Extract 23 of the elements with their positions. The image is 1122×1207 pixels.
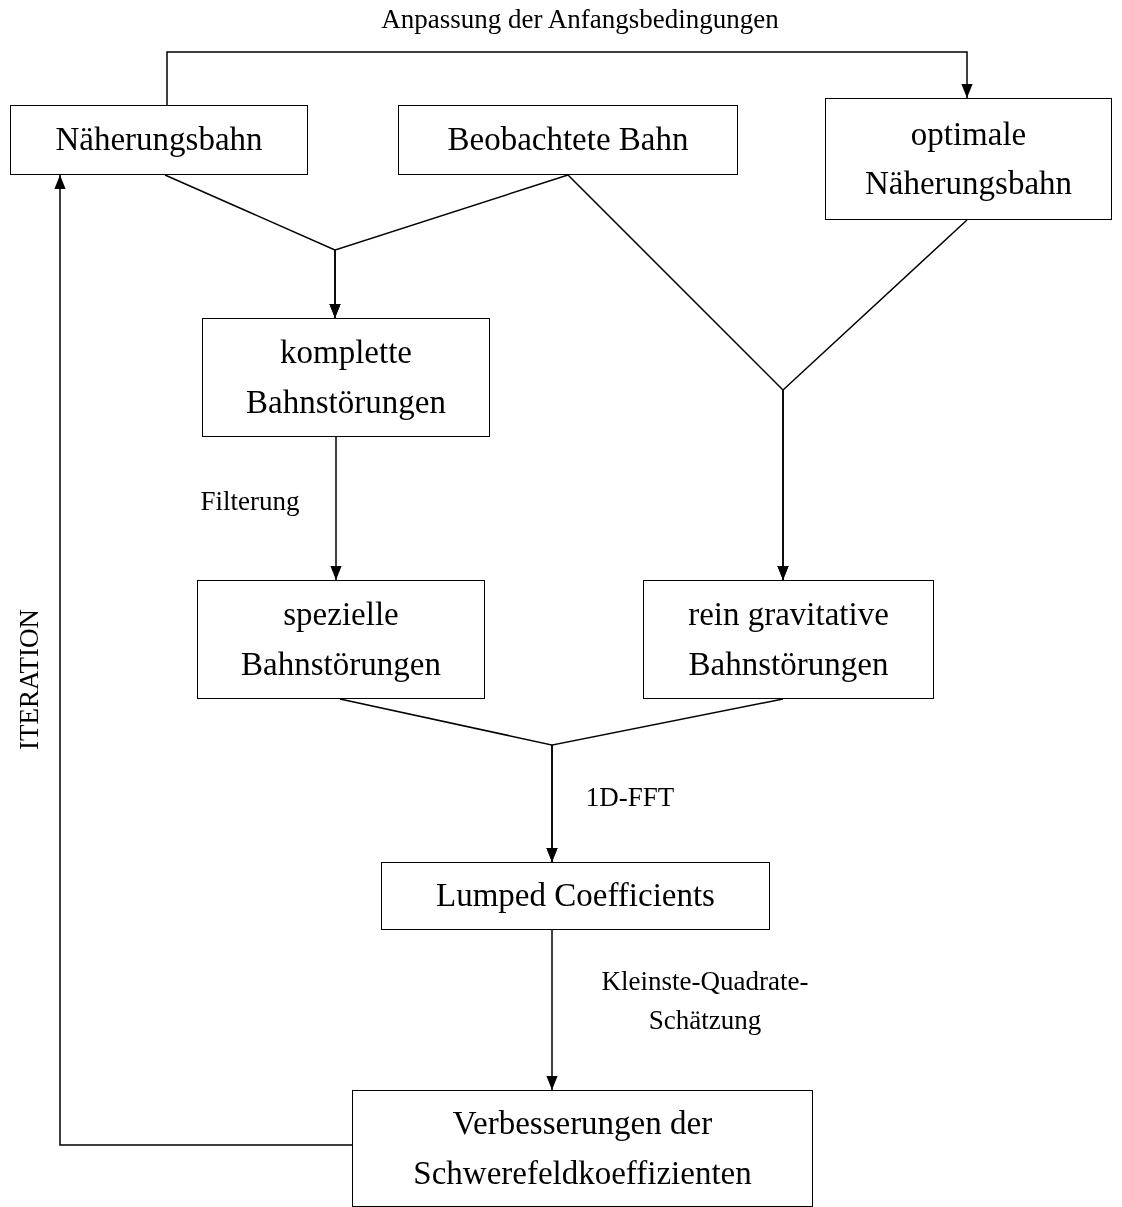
arrow [166,51,973,106]
arrow [546,929,558,1091]
process-box [398,105,738,175]
box-label: Verbesserungen der Schwerefeldkoeffizienten [412,1104,753,1193]
box-label: Lumped Coefficients [436,876,715,916]
process-box [197,580,485,699]
box-label: Näherungsbahn [55,120,263,160]
process-box [202,318,490,437]
box-label: optimale Näherungsbahn [863,114,1074,203]
process-box [352,1090,813,1207]
arrow [330,436,342,581]
arrow [329,174,569,319]
process-box [10,105,308,175]
process-box [825,98,1112,220]
box-label: Beobachtete Bahn [447,120,689,160]
process-box [381,862,770,930]
box-label: rein gravitative Bahnstörungen [687,595,890,684]
box-label: komplette Bahnstörungen [245,333,447,422]
arrow [546,698,784,863]
arrow [777,219,968,581]
box-label: spezielle Bahnstörungen [240,595,442,684]
arrow [54,174,353,1146]
process-box [643,580,934,699]
